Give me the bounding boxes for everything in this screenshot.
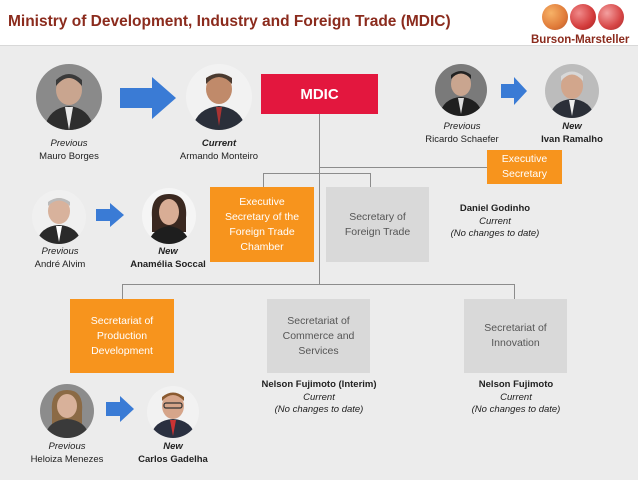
role-label: Current <box>479 215 511 227</box>
globe-icon-3 <box>598 4 624 30</box>
role-label: Current <box>303 391 335 403</box>
status-note: (No changes to date) <box>274 404 364 415</box>
role-label: New <box>562 121 582 132</box>
connector-lower-horizontal <box>122 284 514 285</box>
role-label: Previous <box>48 441 86 452</box>
role-label: Current <box>201 138 237 149</box>
person-name: Nelson Fujimoto (Interim) <box>261 379 377 390</box>
person-name: André Alvim <box>34 258 86 270</box>
arrow-right-icon <box>106 396 134 422</box>
production-new-caption: New Carlos Gadelha <box>123 441 223 466</box>
person-name: Heloiza Menezes <box>30 453 104 465</box>
heloiza-menezes-photo <box>40 384 94 438</box>
armando-monteiro-photo <box>186 64 252 130</box>
role-label: Previous <box>41 246 79 257</box>
person-name: Anamélia Soccal <box>130 258 206 270</box>
role-label: Current <box>500 391 532 403</box>
person-name: Mauro Borges <box>39 150 99 162</box>
person-name: Daniel Godinho <box>459 203 531 214</box>
connector-lower-right-drop <box>514 284 515 299</box>
secretary-foreign-trade-box: Secretary of Foreign Trade <box>326 187 429 262</box>
exec-new-caption: New Ivan Ramalho <box>527 121 617 146</box>
status-note: (No changes to date) <box>450 228 540 239</box>
status-note: (No changes to date) <box>471 404 561 415</box>
person-name: Nelson Fujimoto <box>478 379 554 390</box>
innovation-caption: Nelson Fujimoto Current (No changes to d… <box>461 379 571 417</box>
mauro-borges-photo <box>36 64 102 130</box>
camex-previous-caption: Previous André Alvim <box>10 246 110 271</box>
minister-current-caption: Current Armando Monteiro <box>169 138 269 163</box>
ricardo-schaefer-photo <box>435 64 487 116</box>
commerce-caption: Nelson Fujimoto (Interim) Current (No ch… <box>253 379 385 417</box>
production-previous-caption: Previous Heloiza Menezes <box>17 441 117 466</box>
arrow-right-icon <box>501 77 527 105</box>
burson-marsteller-logo <box>540 0 638 46</box>
exec-previous-caption: Previous Ricardo Schaefer <box>412 121 512 146</box>
person-name: Ricardo Schaefer <box>425 133 499 145</box>
secretariat-innovation-box: Secretariat of Innovation <box>464 299 567 373</box>
connector-upper-right-drop <box>370 173 371 187</box>
andre-alvim-photo <box>32 190 86 244</box>
secex-caption: Daniel Godinho Current (No changes to da… <box>440 203 550 241</box>
role-label: New <box>163 441 183 452</box>
camex-new-caption: New Anamélia Soccal <box>118 246 218 271</box>
connector-lower-left-drop <box>122 284 123 299</box>
arrow-right-icon <box>120 77 176 119</box>
globe-icon-2 <box>570 4 596 30</box>
anamelia-soccal-photo <box>142 188 196 244</box>
person-name: Carlos Gadelha <box>138 453 208 465</box>
secretariat-production-development-box: Secretariat of Production Development <box>70 299 174 373</box>
logo-text: Burson-Marsteller <box>531 34 630 46</box>
mdic-box: MDIC <box>261 74 378 114</box>
globe-icon-1 <box>542 4 568 30</box>
minister-previous-caption: Previous Mauro Borges <box>19 138 119 163</box>
carlos-gadelha-photo <box>147 386 199 438</box>
connector-upper-horizontal <box>263 173 370 174</box>
connector-main-vertical <box>319 114 320 284</box>
arrow-right-icon <box>96 203 124 227</box>
role-label: Previous <box>443 121 481 132</box>
connector-upper-left-drop <box>263 173 264 187</box>
connector-exec-horizontal <box>319 167 487 168</box>
executive-secretary-box: Executive Secretary <box>487 150 562 184</box>
secretariat-commerce-services-box: Secretariat of Commerce and Services <box>267 299 370 373</box>
person-name: Ivan Ramalho <box>541 133 603 145</box>
role-label: Previous <box>50 138 88 149</box>
role-label: New <box>158 246 178 257</box>
page-title: Ministry of Development, Industry and Fo… <box>8 13 451 30</box>
executive-secretary-foreign-trade-chamber-box: Executive Secretary of the Foreign Trade… <box>210 187 314 262</box>
person-name: Armando Monteiro <box>179 150 259 162</box>
ivan-ramalho-photo <box>545 64 599 118</box>
